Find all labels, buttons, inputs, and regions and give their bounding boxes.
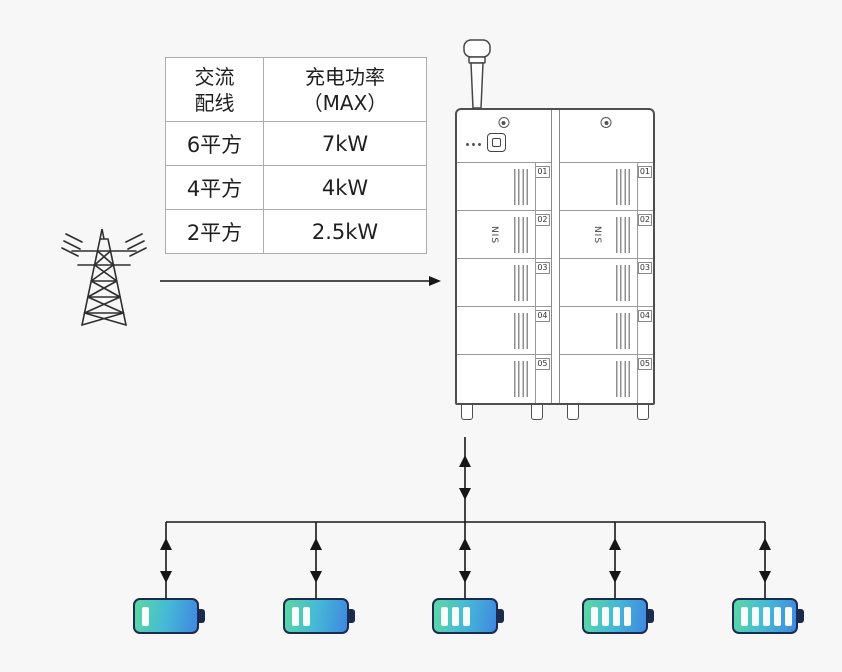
table-row: 4平方 4kW xyxy=(165,165,427,210)
vent-grille-icon xyxy=(616,265,631,301)
cabinet-drop-line xyxy=(459,437,471,522)
slot-number-label: 03 xyxy=(535,262,550,274)
battery-slot: 01 xyxy=(457,162,551,210)
vent-grille-icon xyxy=(513,361,529,397)
header-ac-wiring: 交流 配线 xyxy=(165,57,264,122)
charge-bar-icon xyxy=(763,606,770,626)
battery-bars xyxy=(434,606,470,626)
cabinet-right-column: 01 NIS 02 03 04 05 xyxy=(559,110,654,403)
cabinet-side-label: NIS xyxy=(489,225,500,244)
slot-number-label: 04 xyxy=(637,310,652,322)
slot-number-label: 01 xyxy=(535,166,550,178)
battery-slot: 03 xyxy=(457,258,551,306)
cabinet-foot xyxy=(567,405,579,420)
branch-line xyxy=(459,522,471,598)
table-header-row: 交流 配线 充电功率 （MAX） xyxy=(165,57,427,122)
charge-bar-icon xyxy=(613,606,620,626)
antenna-icon xyxy=(463,39,491,109)
slot-number-label: 02 xyxy=(637,214,652,226)
charge-bar-icon xyxy=(752,606,759,626)
ac-input-arrow xyxy=(160,276,441,286)
brand-indicator-icon xyxy=(600,117,612,128)
cell-wire-size: 4平方 xyxy=(165,165,264,210)
header-ac-wiring-line1: 交流 xyxy=(194,64,235,89)
slot-number-label: 02 xyxy=(535,214,550,226)
cabinet-foot xyxy=(461,405,473,420)
slot-number-label: 05 xyxy=(535,358,550,370)
battery-bars xyxy=(734,606,792,626)
battery-slot: 04 xyxy=(559,306,653,354)
charge-bar-icon xyxy=(441,606,448,626)
charge-bar-icon xyxy=(591,606,598,626)
vent-grille-icon xyxy=(513,169,529,205)
cabinet-left-header xyxy=(457,110,551,162)
battery-level-2 xyxy=(283,598,349,634)
battery-slot: 04 xyxy=(457,306,551,354)
cabinet-seam xyxy=(550,110,560,403)
cell-wire-size: 2平方 xyxy=(165,209,264,254)
charge-bar-icon xyxy=(463,606,470,626)
battery-slot: 05 xyxy=(457,354,551,402)
charge-bar-icon xyxy=(602,606,609,626)
cabinet-foot xyxy=(637,405,649,420)
brand-indicator-icon xyxy=(498,117,510,128)
cell-power: 7kW xyxy=(263,121,427,166)
slot-number-label: 04 xyxy=(535,310,550,322)
vent-grille-icon xyxy=(513,265,529,301)
branch-line xyxy=(160,522,172,598)
battery-slot: NIS 02 xyxy=(457,210,551,258)
panel-dots-icon xyxy=(466,143,481,146)
slot-number-label: 05 xyxy=(637,358,652,370)
charge-bar-icon xyxy=(303,606,310,626)
charging-cabinet: 01 NIS 02 03 04 05 xyxy=(455,108,655,405)
spec-table: 交流 配线 充电功率 （MAX） 6平方 7kW 4平方 4kW 2平方 2.5… xyxy=(165,57,427,254)
charge-bar-icon xyxy=(785,606,792,626)
battery-slot: 03 xyxy=(559,258,653,306)
cell-wire-size: 6平方 xyxy=(165,121,264,166)
cabinet-foot xyxy=(531,405,543,420)
cabinet-right-header xyxy=(560,110,654,162)
battery-bars xyxy=(135,606,149,626)
cabinet-left-column: 01 NIS 02 03 04 05 xyxy=(457,110,551,403)
vent-grille-icon xyxy=(616,313,631,349)
cell-power: 2.5kW xyxy=(263,209,427,254)
power-tower-icon xyxy=(61,228,147,326)
vent-grille-icon xyxy=(513,313,529,349)
table-row: 6平方 7kW xyxy=(165,121,427,166)
slot-number-label: 01 xyxy=(637,166,652,178)
header-charge-power-line2: （MAX） xyxy=(302,90,388,115)
charge-bar-icon xyxy=(741,606,748,626)
charge-bar-icon xyxy=(292,606,299,626)
battery-slot: 01 xyxy=(559,162,653,210)
branch-line xyxy=(609,522,621,598)
battery-bars xyxy=(584,606,631,626)
control-button-icon xyxy=(487,133,506,152)
charge-bar-icon xyxy=(774,606,781,626)
branch-line xyxy=(310,522,322,598)
vent-grille-icon xyxy=(616,217,631,253)
header-charge-power-line1: 充电功率 xyxy=(305,64,385,89)
battery-level-4 xyxy=(582,598,648,634)
header-charge-power: 充电功率 （MAX） xyxy=(263,57,427,122)
charge-bar-icon xyxy=(624,606,631,626)
vent-grille-icon xyxy=(616,361,631,397)
vent-grille-icon xyxy=(616,169,631,205)
battery-level-1 xyxy=(133,598,199,634)
battery-bars xyxy=(285,606,310,626)
slot-number-label: 03 xyxy=(637,262,652,274)
battery-slot: 05 xyxy=(559,354,653,402)
cabinet-side-label: NIS xyxy=(591,225,602,244)
branch-line xyxy=(759,522,771,598)
table-row: 2平方 2.5kW xyxy=(165,209,427,254)
battery-level-5 xyxy=(732,598,798,634)
cell-power: 4kW xyxy=(263,165,427,210)
cabinet-feet xyxy=(455,405,655,421)
vent-grille-icon xyxy=(513,217,529,253)
battery-level-3 xyxy=(432,598,498,634)
header-ac-wiring-line2: 配线 xyxy=(194,90,235,115)
battery-slot: NIS 02 xyxy=(559,210,653,258)
charge-bar-icon xyxy=(452,606,459,626)
charge-bar-icon xyxy=(142,606,149,626)
